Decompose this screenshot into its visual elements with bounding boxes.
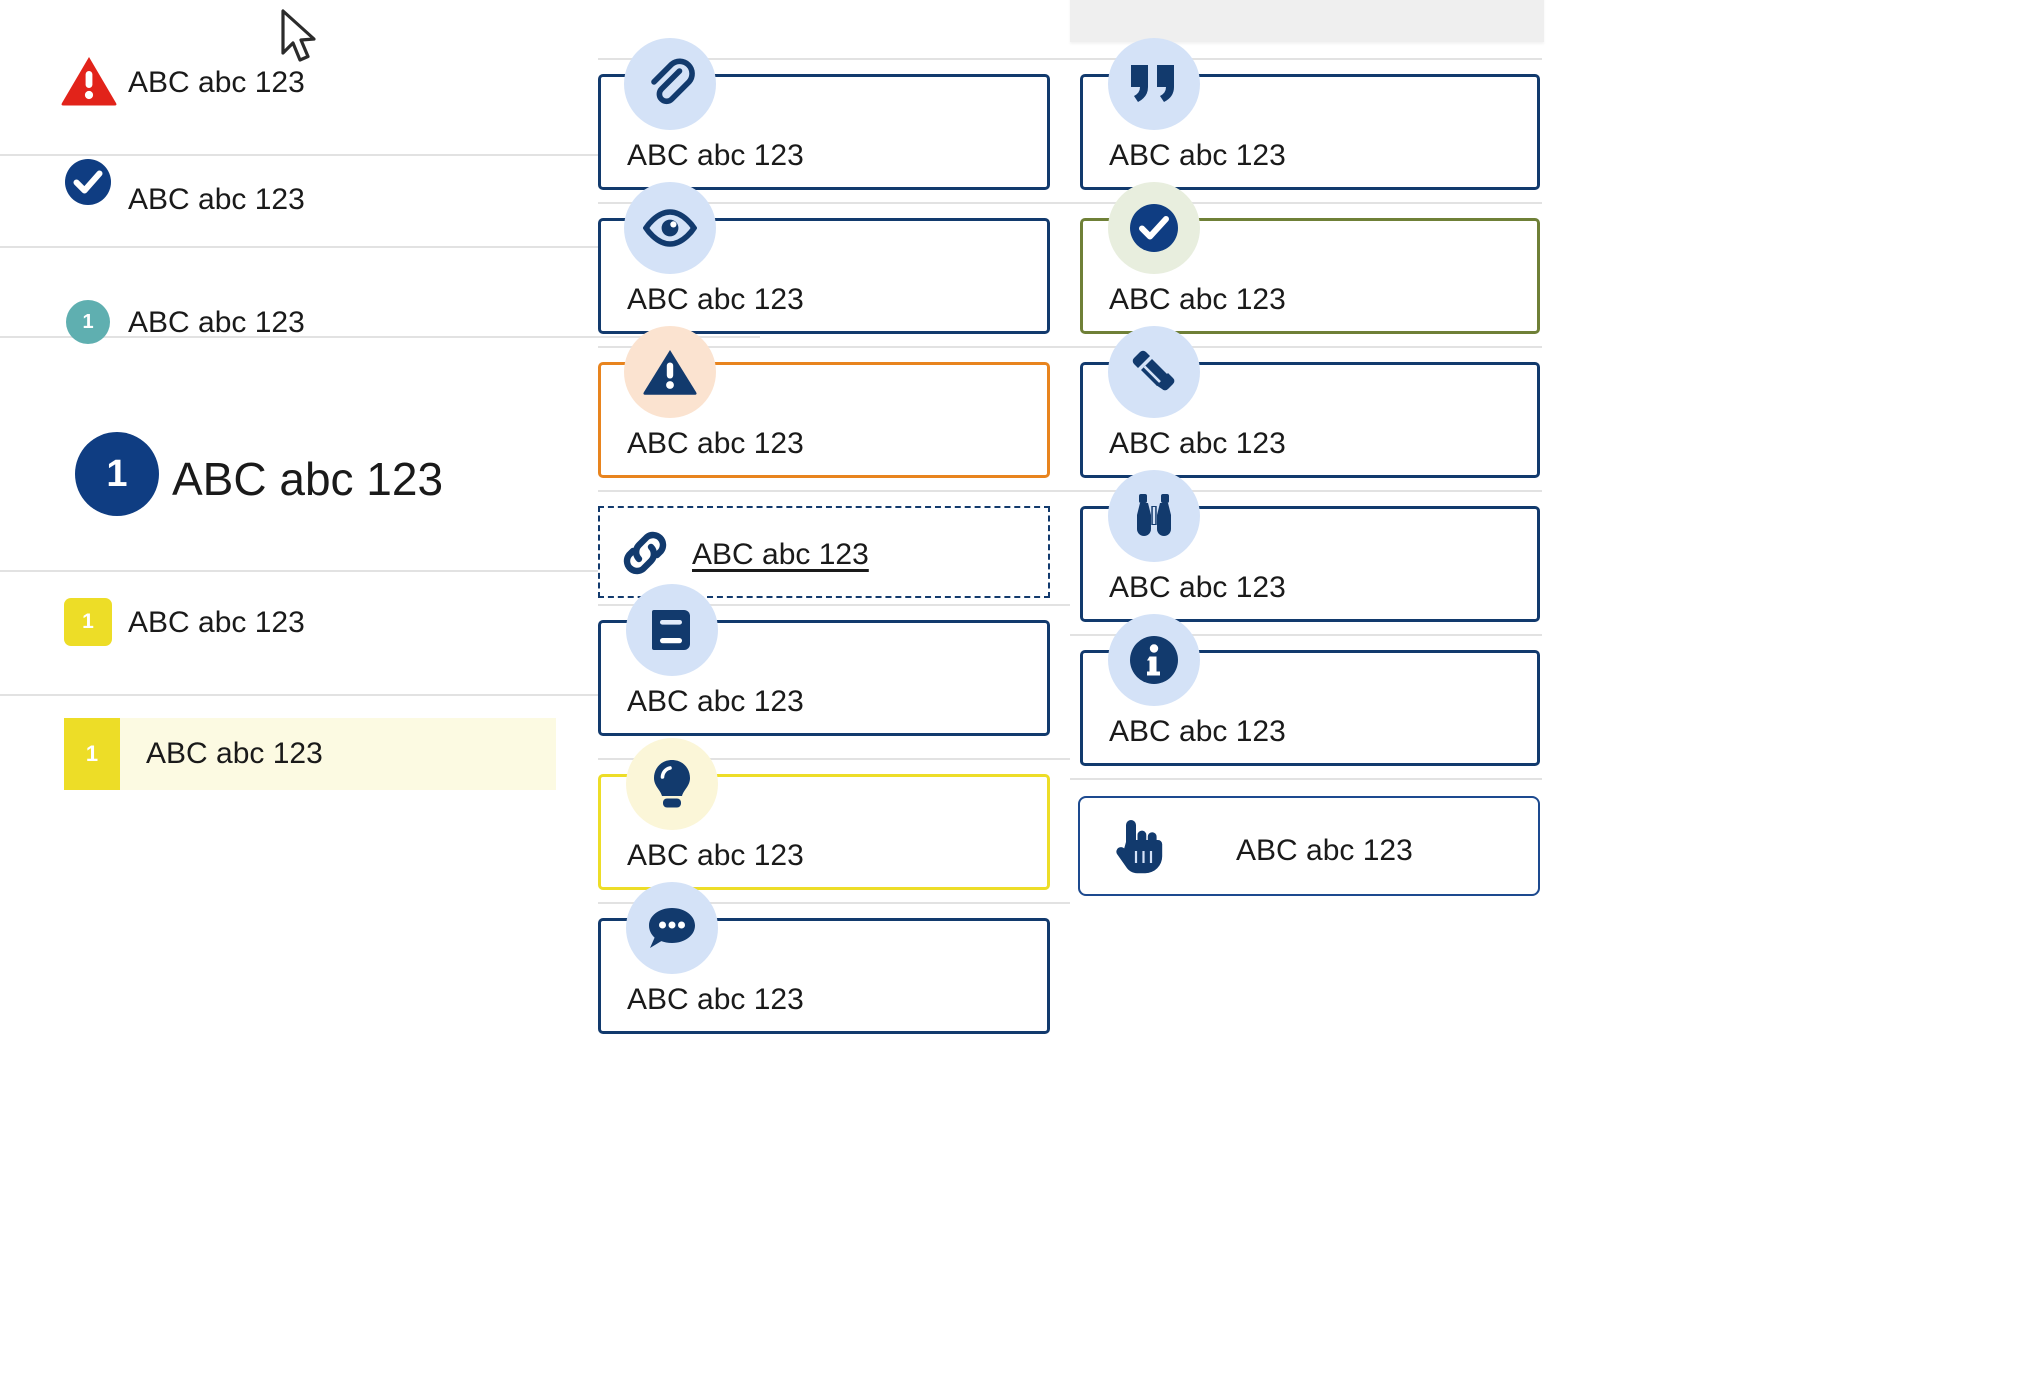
list-item-label: ABC abc 123 — [128, 66, 305, 99]
card-action[interactable]: ABC abc 123 — [1078, 796, 1540, 896]
list-item-check[interactable]: ABC abc 123 — [0, 159, 760, 226]
card-link[interactable]: ABC abc 123 — [598, 506, 1050, 598]
card-label: ABC abc 123 — [627, 685, 804, 718]
number-circle-navy-large-icon: 1 — [75, 432, 159, 516]
card-success[interactable]: ABC abc 123 — [1080, 218, 1540, 334]
number-square-yellow-icon: 1 — [64, 598, 112, 646]
card-info[interactable]: ABC abc 123 — [1080, 650, 1540, 766]
badge-number: 1 — [85, 741, 99, 766]
divider — [0, 336, 760, 338]
divider — [598, 202, 1070, 204]
page-title: ABC abc 123 — [172, 453, 444, 505]
divider — [598, 346, 1070, 348]
card-label: ABC abc 123 — [627, 983, 804, 1016]
divider — [1070, 58, 1542, 60]
list-item-highlighted[interactable]: 1 ABC abc 123 — [64, 718, 556, 790]
mouse-pointer-icon — [278, 8, 322, 68]
divider — [1070, 346, 1542, 348]
eye-icon — [624, 182, 716, 274]
book-icon — [626, 584, 718, 676]
left-column: ABC abc 123 ABC abc 123 1 ABC abc 123 1 … — [0, 0, 760, 1392]
card-label: ABC abc 123 — [1109, 139, 1286, 172]
chat-bubble-icon — [626, 882, 718, 974]
paperclip-icon — [624, 38, 716, 130]
list-item-yellow-number[interactable]: 1 ABC abc 123 — [0, 598, 760, 646]
divider — [1070, 778, 1542, 780]
card-label: ABC abc 123 — [627, 139, 804, 172]
card-label: ABC abc 123 — [1109, 283, 1286, 316]
divider — [598, 758, 1070, 760]
middle-column: ABC abc 123 ABC abc 123 ABC abc 123 ABC … — [580, 0, 1070, 1392]
list-item-label: ABC abc 123 — [128, 183, 305, 216]
divider — [598, 902, 1070, 904]
card-label: ABC abc 123 — [1109, 571, 1286, 604]
badge-number: 1 — [106, 452, 128, 495]
pencil-icon — [1108, 326, 1200, 418]
divider — [598, 58, 1070, 60]
card-label: ABC abc 123 — [1109, 715, 1286, 748]
list-item-label: ABC abc 123 — [128, 606, 305, 639]
list-item-label: ABC abc 123 — [128, 306, 305, 339]
card-label: ABC abc 123 — [1236, 834, 1413, 867]
divider — [0, 570, 760, 572]
card-reading[interactable]: ABC abc 123 — [598, 620, 1050, 736]
badge-number: 1 — [82, 310, 94, 333]
binoculars-icon — [1108, 470, 1200, 562]
link-chain-icon — [616, 524, 674, 582]
card-label: ABC abc 123 — [627, 427, 804, 460]
warning-triangle-icon — [60, 55, 118, 107]
list-item-primary-number[interactable]: 1 ABC abc 123 — [0, 432, 760, 518]
divider — [598, 604, 1070, 606]
badge-number: 1 — [82, 610, 94, 633]
list-item-teal-number[interactable]: 1 ABC abc 123 — [0, 300, 760, 346]
number-circle-teal-icon: 1 — [66, 300, 110, 344]
number-square-yellow-icon: 1 — [64, 718, 120, 790]
list-item-label: ABC abc 123 — [146, 737, 323, 770]
card-link-label[interactable]: ABC abc 123 — [692, 538, 869, 571]
divider — [1070, 490, 1542, 492]
quote-marks-icon — [1108, 38, 1200, 130]
pointing-hand-icon — [1108, 816, 1168, 878]
list-item-warning[interactable]: ABC abc 123 — [0, 57, 760, 108]
divider — [598, 490, 1070, 492]
info-circle-icon — [1108, 614, 1200, 706]
divider — [0, 154, 760, 156]
card-label: ABC abc 123 — [627, 839, 804, 872]
divider — [0, 694, 760, 696]
divider — [0, 246, 760, 248]
divider — [1070, 634, 1542, 636]
check-circle-icon — [64, 158, 112, 211]
check-circle-icon — [1108, 182, 1200, 274]
right-column: ABC abc 123 ABC abc 123 ABC abc 123 ABC … — [1062, 0, 1542, 1392]
divider — [1070, 202, 1542, 204]
card-label: ABC abc 123 — [1109, 427, 1286, 460]
card-label: ABC abc 123 — [627, 283, 804, 316]
background-panel — [1070, 0, 1544, 42]
lightbulb-icon — [626, 738, 718, 830]
warning-triangle-icon — [624, 326, 716, 418]
